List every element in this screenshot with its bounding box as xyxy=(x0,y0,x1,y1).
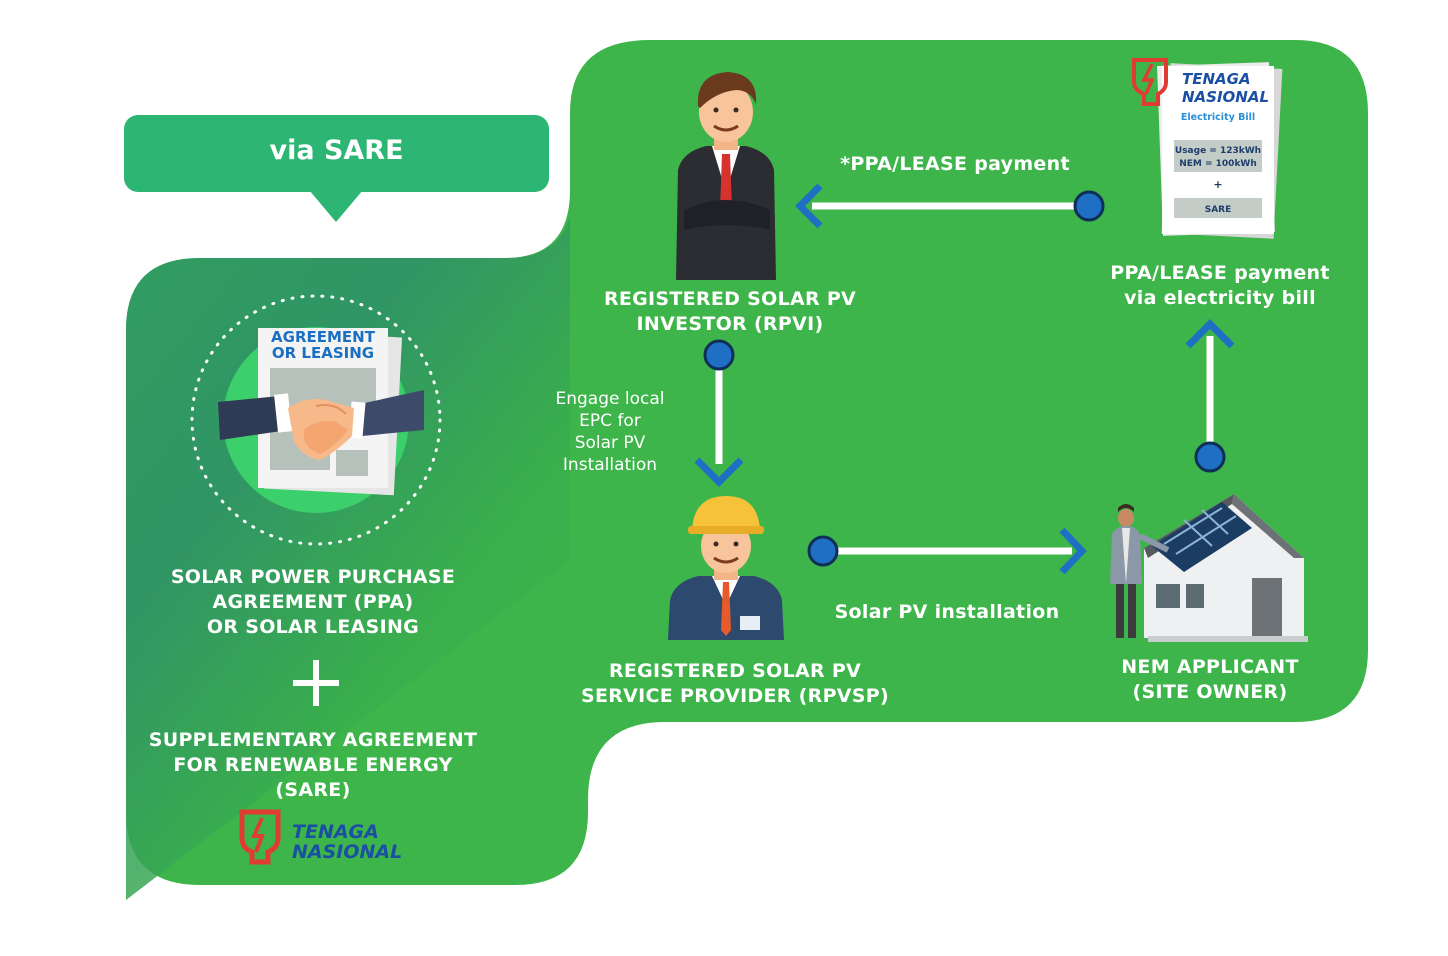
engage-epc-line1: Engage local xyxy=(555,389,665,409)
ppa-title-line1: SOLAR POWER PURCHASE xyxy=(170,566,456,588)
applicant-label-line2: (SITE OWNER) xyxy=(1132,681,1288,703)
service-provider-label: REGISTERED SOLAR PV SERVICE PROVIDER (RP… xyxy=(560,659,910,709)
bill-payment-label-line1: PPA/LEASE payment xyxy=(1110,262,1330,284)
bill-logo-line2: NASIONAL xyxy=(1182,88,1269,106)
engage-epc-line2: EPC for xyxy=(579,411,641,431)
investor-label-line2: INVESTOR (RPVI) xyxy=(636,313,824,335)
applicant-label-line1: NEM APPLICANT xyxy=(1121,656,1299,678)
bill-plus: + xyxy=(1213,178,1222,191)
bill-logo-line1: TENAGA xyxy=(1182,70,1251,88)
applicant-label: NEM APPLICANT (SITE OWNER) xyxy=(1090,655,1330,705)
investor-avatar xyxy=(676,72,776,280)
bill-nem: NEM = 100kWh xyxy=(1179,159,1257,169)
house-illustration xyxy=(1110,494,1308,642)
plus-icon xyxy=(293,660,339,706)
bill-payment-label-line2: via electricity bill xyxy=(1124,287,1316,309)
sare-title-line3: (SARE) xyxy=(275,779,351,801)
ppa-title-line2: AGREEMENT (PPA) xyxy=(212,591,414,613)
electricity-bill: TENAGA NASIONAL Electricity Bill Usage =… xyxy=(1132,58,1283,239)
sare-title: SUPPLEMENTARY AGREEMENT FOR RENEWABLE EN… xyxy=(126,728,500,803)
service-provider-avatar xyxy=(668,496,784,640)
engage-epc-label: Engage local EPC for Solar PV Installati… xyxy=(540,388,680,476)
installation-label: Solar PV installation xyxy=(834,601,1060,623)
agreement-doc-line1: AGREEMENT xyxy=(271,328,376,346)
tenaga-nasional-logo: TENAGA NASIONAL xyxy=(239,809,402,865)
badge-pointer xyxy=(309,190,363,222)
service-provider-label-line2: SERVICE PROVIDER (RPVSP) xyxy=(580,685,889,707)
bill-payment-label: PPA/LEASE payment via electricity bill xyxy=(1080,261,1360,311)
bill-title: Electricity Bill xyxy=(1181,112,1255,123)
agreement-illustration: AGREEMENT OR LEASING xyxy=(190,294,442,546)
engage-epc-line3: Solar PV xyxy=(574,433,646,453)
ppa-title: SOLAR POWER PURCHASE AGREEMENT (PPA) OR … xyxy=(126,565,500,640)
bill-usage: Usage = 123kWh xyxy=(1175,146,1261,156)
sare-title-line1: SUPPLEMENTARY AGREEMENT xyxy=(148,729,478,751)
logo-text-line1: TENAGA xyxy=(292,821,379,843)
investor-label-line1: REGISTERED SOLAR PV xyxy=(603,288,857,310)
ppa-payment-label: *PPA/LEASE payment xyxy=(840,153,1070,175)
logo-text-line2: NASIONAL xyxy=(292,841,402,863)
ppa-title-line3: OR SOLAR LEASING xyxy=(206,616,420,638)
agreement-doc-line2: OR LEASING xyxy=(272,344,374,362)
service-provider-label-line1: REGISTERED SOLAR PV xyxy=(608,660,862,682)
via-sare-label: via SARE xyxy=(269,135,404,166)
bill-sare: SARE xyxy=(1205,205,1232,215)
engage-epc-line4: Installation xyxy=(562,455,658,475)
investor-label: REGISTERED SOLAR PV INVESTOR (RPVI) xyxy=(580,287,880,337)
via-sare-badge: via SARE xyxy=(124,115,549,192)
sare-title-line2: FOR RENEWABLE ENERGY xyxy=(173,754,453,776)
